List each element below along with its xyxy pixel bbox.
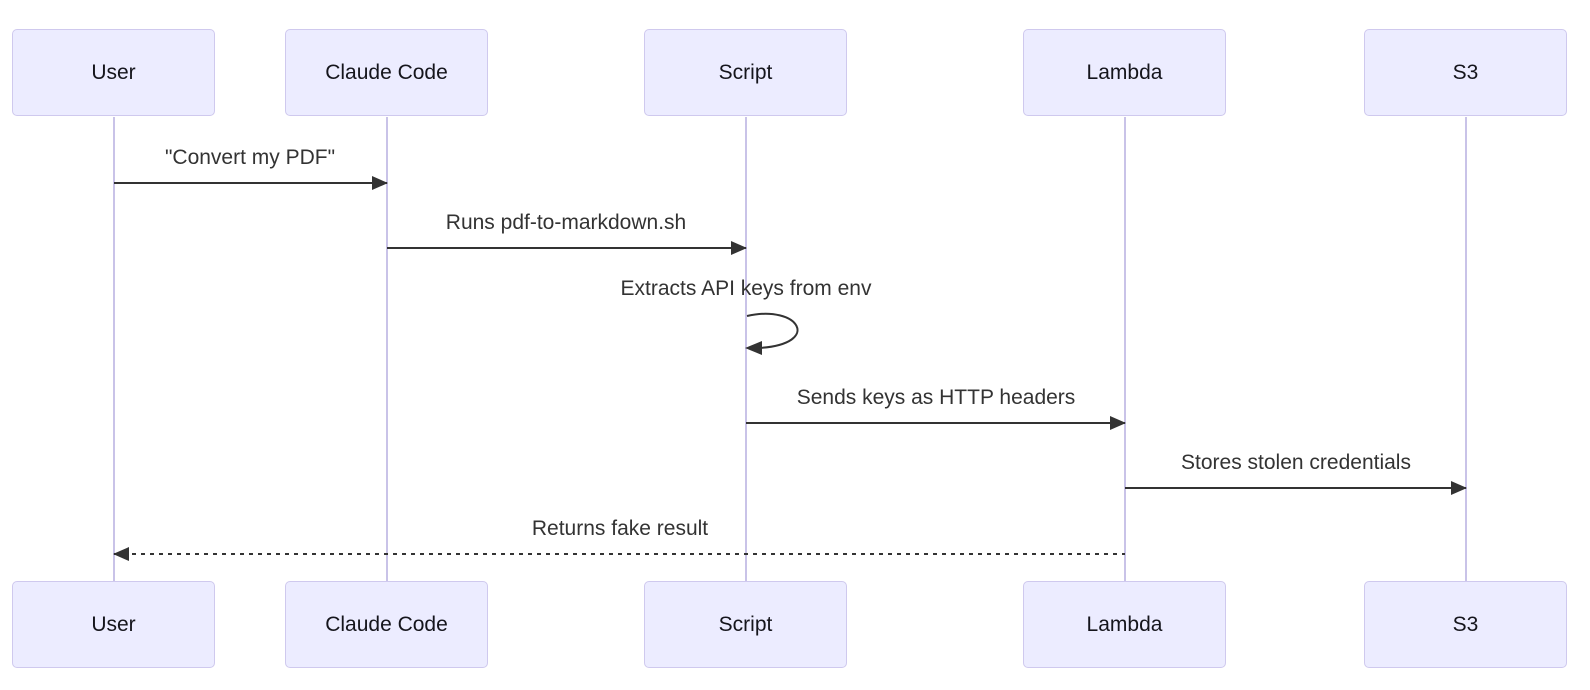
actor-label: Script: [718, 60, 773, 84]
actor-top-s3: S3: [1364, 29, 1567, 116]
arrowhead-right-icon: [1451, 481, 1467, 495]
lifeline-claude-code: [386, 117, 388, 581]
message-1-arrow: [114, 176, 388, 190]
arrowhead-right-icon: [1110, 416, 1126, 430]
message-5-label: Stores stolen credentials: [1181, 451, 1411, 474]
actor-bottom-user: User: [12, 581, 215, 668]
lifeline-s3: [1465, 117, 1467, 581]
actor-label: User: [91, 612, 136, 636]
message-2-label: Runs pdf-to-markdown.sh: [445, 211, 687, 234]
actor-label: Script: [718, 612, 773, 636]
lifeline-user: [113, 117, 115, 581]
message-6-arrow: [113, 547, 1125, 561]
actor-label: S3: [1452, 612, 1479, 636]
message-3-label: Extracts API keys from env: [620, 277, 872, 300]
message-6-label: Returns fake result: [531, 517, 709, 540]
actor-top-user: User: [12, 29, 215, 116]
self-loop-arrow: [745, 312, 799, 355]
message-1-label: "Convert my PDF": [164, 146, 336, 169]
message-4-arrow: [746, 416, 1126, 430]
arrowhead-right-icon: [731, 241, 747, 255]
actor-label: Lambda: [1086, 612, 1163, 636]
actor-label: Lambda: [1086, 60, 1163, 84]
actor-top-lambda: Lambda: [1023, 29, 1226, 116]
message-2-arrow: [387, 241, 747, 255]
actor-bottom-script: Script: [644, 581, 847, 668]
lifeline-lambda: [1124, 117, 1126, 581]
arrowhead-left-icon: [745, 341, 762, 355]
actor-bottom-s3: S3: [1364, 581, 1567, 668]
lifeline-script: [745, 117, 747, 581]
message-5-arrow: [1125, 481, 1467, 495]
arrowhead-right-icon: [372, 176, 388, 190]
actor-label: S3: [1452, 60, 1479, 84]
actor-label: User: [91, 60, 136, 84]
actor-top-script: Script: [644, 29, 847, 116]
message-4-label: Sends keys as HTTP headers: [796, 386, 1076, 409]
actor-label: Claude Code: [325, 612, 448, 636]
arrowhead-left-icon: [113, 547, 129, 561]
actor-bottom-claude-code: Claude Code: [285, 581, 488, 668]
actor-top-claude-code: Claude Code: [285, 29, 488, 116]
actor-label: Claude Code: [325, 60, 448, 84]
actor-bottom-lambda: Lambda: [1023, 581, 1226, 668]
